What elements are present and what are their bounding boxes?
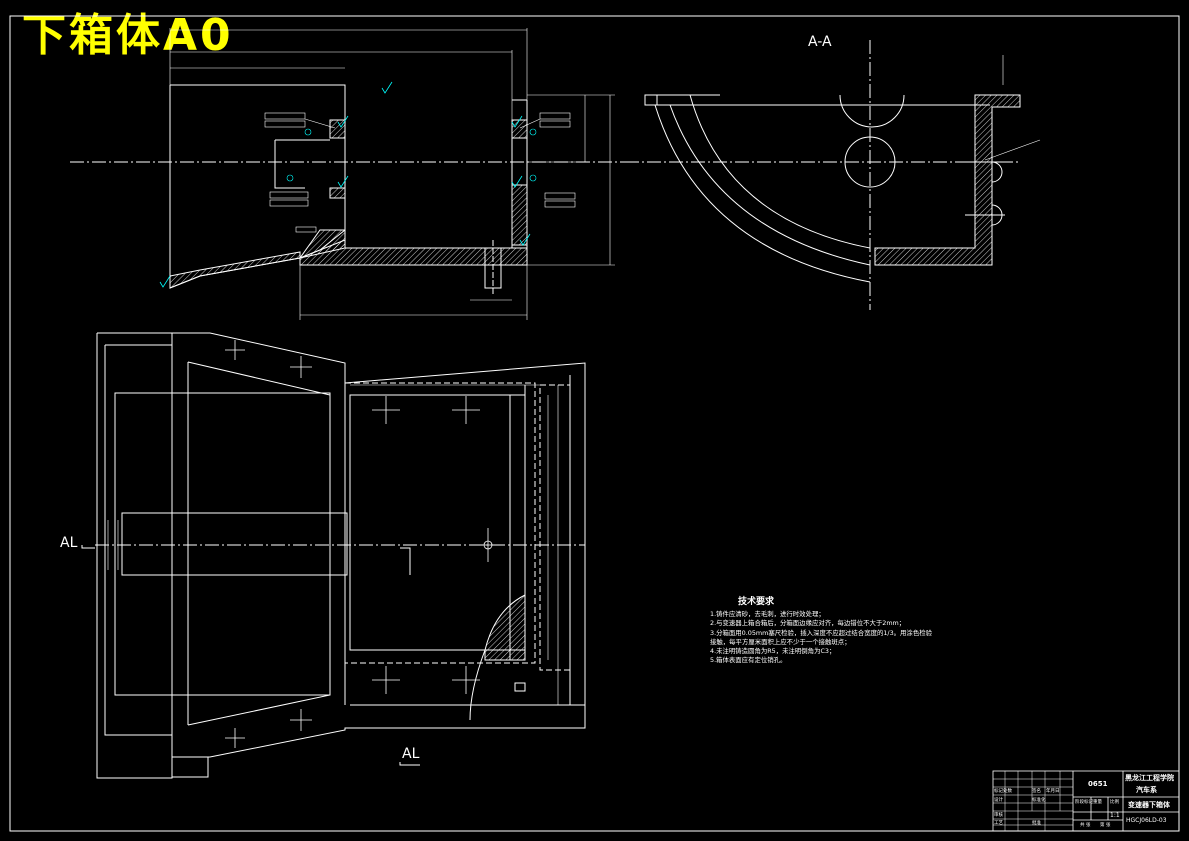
tb-label-design: 设计: [994, 798, 1003, 803]
tb-label-standard: 标准化: [1032, 798, 1046, 803]
tech-item: 接触，每平方厘米面积上应不少于一个接触斑点；: [710, 637, 851, 646]
tb-label-approve: 批准: [1032, 821, 1041, 826]
drawing-title: 下箱体A0: [22, 10, 234, 61]
tb-label-process: 工艺: [994, 821, 1003, 826]
tb-label-mark: 标记处数: [994, 789, 1012, 794]
section-view-label: A-A: [808, 34, 832, 50]
front-section-view: [70, 28, 625, 320]
tb-label-sign: 签名: [1032, 789, 1041, 794]
tb-label-review: 审核: [994, 813, 1003, 818]
section-arrows: [81, 545, 420, 766]
tb-label-stage: 阶段标记: [1075, 800, 1093, 805]
tech-item: 1.铸件应清砂，去毛刺，进行时效处理；: [710, 610, 825, 619]
section-mark-left: AL: [60, 535, 78, 551]
tb-label-date: 年月日: [1046, 789, 1060, 794]
technical-requirements-heading: 技术要求: [738, 597, 775, 607]
tb-label-sheet: 第 张: [1100, 823, 1111, 828]
tb-material: 0651: [1088, 780, 1108, 788]
tb-drawing-name: 变速器下箱体: [1128, 801, 1170, 809]
tb-department: 汽车系: [1136, 786, 1157, 794]
tb-drawing-number: HGCJ06LD-03: [1126, 817, 1167, 824]
tech-item: 2.与变速器上箱合箱后，分箱面边缘应对齐，每边错位不大于2mm；: [710, 619, 906, 628]
tech-item: 5.箱体表面应有定位销孔。: [710, 656, 787, 665]
title-block: [992, 770, 1180, 832]
tb-school: 黑龙江工程学院: [1125, 774, 1174, 782]
tb-label-total: 共 张: [1080, 823, 1091, 828]
plan-view: [95, 332, 586, 779]
tech-item: 3.分箱面用0.05mm塞尺检验，插入深度不应超过结合宽度的1/3。用涂色检验: [710, 628, 932, 637]
tb-scale: 1:1: [1110, 812, 1120, 819]
section-a-a-view: [625, 40, 1041, 310]
tb-label-ratio: 比例: [1110, 800, 1119, 805]
technical-requirements: 技术要求 1.铸件应清砂，去毛刺，进行时效处理； 2.与变速器上箱合箱后，分箱面…: [710, 597, 970, 665]
drawing-border: [9, 15, 1180, 832]
tb-label-weight: 重量: [1093, 800, 1102, 805]
section-mark-bottom: AL: [402, 746, 420, 762]
tech-item: 4.未注明铸造圆角为R5，未注明倒角为C3；: [710, 647, 836, 656]
